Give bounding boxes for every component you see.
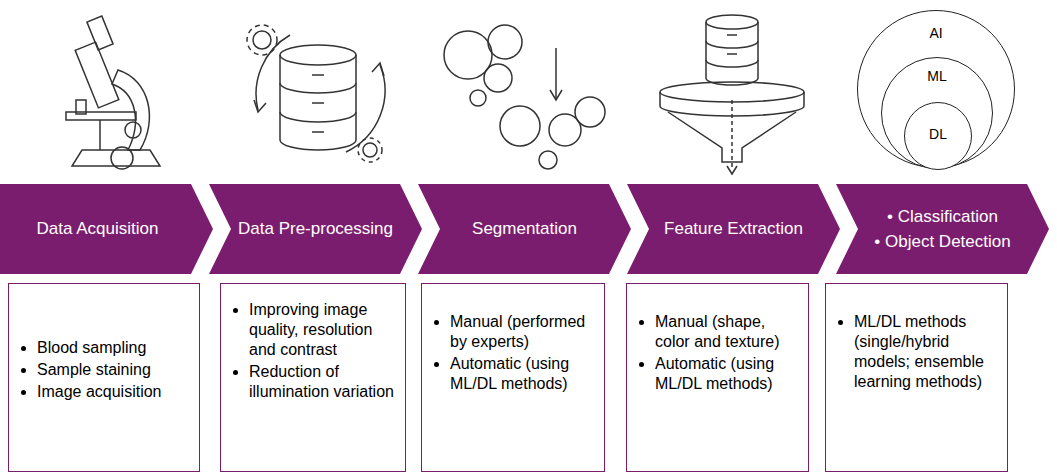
arrow-line [555, 48, 557, 98]
concept-circle: ML DL [881, 57, 993, 169]
step-chevron: Data Acquisition [0, 184, 213, 274]
gear-teeth [358, 138, 382, 162]
detail-item: Blood sampling [37, 338, 189, 358]
cell [484, 64, 512, 92]
cell [470, 90, 486, 106]
microscope-icon [66, 16, 160, 169]
step-title: Feature Extraction [664, 218, 803, 239]
detail-item: Image acquisition [37, 382, 189, 402]
cell [488, 25, 522, 59]
microscope-arm [112, 70, 149, 150]
arrow-head [550, 90, 562, 100]
chevron-fill [0, 184, 213, 274]
detail-box: Manual (performed by experts)Automatic (… [421, 283, 605, 472]
detail-item: Improving image quality, resolution and … [249, 300, 395, 360]
detail-box: Improving image quality, resolution and … [220, 283, 406, 472]
arrow-head [372, 63, 384, 76]
cell [575, 97, 605, 127]
database-icon [247, 25, 385, 162]
step-title: Data Pre-processing [238, 218, 393, 239]
step-chevron: Data Pre-processing [209, 184, 422, 274]
step-title: Segmentation [472, 218, 577, 239]
detail-box: ML/DL methods (single/hybrid models; ens… [825, 283, 1008, 472]
concept-circle: AI ML DL [857, 10, 1015, 168]
chevron-fill [209, 184, 422, 274]
detail-item: Reduction of illumination variation [249, 362, 395, 402]
detail-list: Manual (performed by experts)Automatic (… [422, 312, 604, 394]
gear [363, 143, 377, 157]
circle-label: ML [882, 68, 992, 84]
detail-list: Manual (shape, color and texture)Automat… [627, 312, 808, 394]
detail-item: Automatic (using ML/DL methods) [655, 354, 798, 394]
funnel-rim [660, 82, 804, 102]
gear-teeth [247, 25, 277, 55]
detail-item: Automatic (using ML/DL methods) [450, 354, 594, 394]
detail-box: Manual (shape, color and texture)Automat… [626, 283, 809, 472]
microscope-tube [75, 42, 119, 108]
db-dashes [727, 35, 737, 54]
concept-circle: DL [904, 102, 972, 170]
step-list: ClassificationObject Detection [874, 206, 1010, 252]
step-title: Classification [874, 206, 1010, 227]
microscope-pillar [99, 120, 101, 150]
detail-list: Improving image quality, resolution and … [221, 300, 405, 402]
step-chevron: Feature Extraction [627, 184, 840, 274]
chevron-label: Data Pre-processing [212, 218, 419, 239]
chevron-fill [627, 184, 840, 274]
gear [253, 31, 271, 49]
step-chevron: Segmentation [418, 184, 631, 274]
db-dashes [312, 75, 324, 132]
step-title: Object Detection [874, 231, 1010, 252]
chevron-label: Feature Extraction [638, 218, 829, 239]
arrow-head [254, 100, 266, 112]
db-top [706, 15, 758, 29]
detail-box: Blood samplingSample stainingImage acqui… [8, 283, 200, 472]
db-body [280, 55, 356, 150]
chevron-fill [418, 184, 631, 274]
db-body [706, 22, 758, 85]
cell [539, 151, 557, 169]
cell [500, 106, 540, 146]
flow-line [731, 100, 733, 170]
step-chevron: ClassificationObject Detection [836, 184, 1049, 274]
detail-item: ML/DL methods (single/hybrid models; ens… [854, 312, 997, 392]
step-title: Data Acquisition [37, 218, 159, 239]
detail-list: ML/DL methods (single/hybrid models; ens… [826, 312, 1007, 392]
detail-item: Sample staining [37, 360, 189, 380]
chevron-label: ClassificationObject Detection [848, 203, 1036, 255]
chevron-label: Data Acquisition [29, 218, 185, 239]
chevron-label: Segmentation [446, 218, 603, 239]
detail-item: Manual (shape, color and texture) [655, 312, 798, 352]
funnel-icon [660, 15, 804, 174]
circle-label: DL [905, 126, 971, 142]
cycle-arrow [256, 35, 290, 110]
chevron-fill [836, 184, 1049, 274]
detail-list: Blood samplingSample stainingImage acqui… [9, 338, 199, 402]
mirror [111, 147, 133, 169]
db-top [280, 45, 356, 65]
chevron-shape [836, 184, 1049, 274]
objective [76, 100, 86, 114]
microscope-base [72, 150, 160, 166]
focus-knob [125, 122, 141, 138]
arrow-head [727, 166, 737, 174]
detail-item: Manual (performed by experts) [450, 312, 594, 352]
circle-label: AI [858, 25, 1014, 41]
segmentation-icon [444, 25, 605, 169]
